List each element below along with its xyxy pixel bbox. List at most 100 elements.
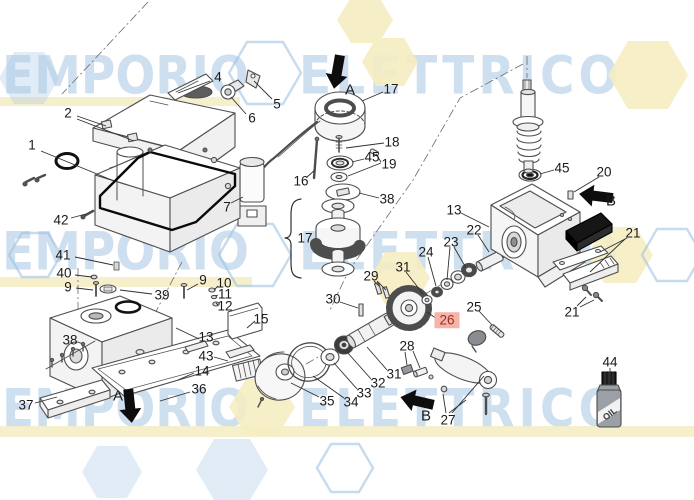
part-label-17: 17: [297, 230, 313, 246]
part-label-2: 2: [64, 105, 72, 121]
leader-line: [404, 351, 408, 366]
leader-line: [358, 192, 380, 199]
part-label-20: 20: [596, 164, 612, 180]
leader-lines: [34, 80, 628, 414]
leader-line: [339, 301, 359, 309]
brace-17: [284, 198, 302, 279]
part-label-37: 37: [18, 397, 34, 413]
view-label-b: B: [605, 192, 617, 210]
part-worm-gear-26: [386, 284, 432, 332]
part-label-31: 31: [386, 366, 402, 382]
leader-line: [290, 382, 320, 398]
part-label-15: 15: [253, 311, 269, 327]
leader-line: [230, 96, 247, 115]
leader-line: [347, 162, 382, 177]
leader-line: [589, 238, 626, 273]
part-gear-stack: [284, 198, 366, 279]
leader-line: [361, 91, 384, 102]
part-base-plate: [91, 329, 261, 397]
leader-line: [159, 391, 191, 402]
part-label-40: 40: [56, 265, 72, 281]
direction-arrows: [119, 54, 614, 423]
part-label-32: 32: [370, 375, 386, 391]
part-worm-shaft: [512, 79, 544, 174]
part-bracket-37: [39, 379, 111, 419]
part-oil-bottle: OIL: [596, 371, 622, 428]
part-label-28: 28: [399, 338, 415, 354]
part-label-12: 12: [217, 298, 233, 314]
part-label-31: 31: [395, 259, 411, 275]
leader-line: [215, 302, 219, 306]
part-release-lever: [400, 324, 505, 416]
part-label-13: 13: [198, 329, 214, 345]
part-label-17: 17: [383, 81, 399, 97]
leader-line: [453, 246, 467, 269]
part-label-19: 19: [381, 156, 397, 172]
leader-line: [75, 287, 94, 291]
part-label-9: 9: [199, 272, 207, 288]
part-label-22: 22: [466, 222, 482, 238]
leader-line: [478, 310, 493, 326]
part-label-41: 41: [55, 247, 71, 263]
leader-line: [186, 283, 199, 291]
part-capacitor: [237, 156, 267, 227]
leader-line: [477, 234, 490, 253]
leader-line: [253, 80, 273, 100]
leader-line: [213, 356, 229, 362]
part-plates-21: [552, 245, 619, 302]
leader-line: [375, 153, 382, 163]
part-motor-housing: [80, 144, 241, 253]
part-shaft-rod-16: [312, 136, 320, 180]
part-label-10: 10: [216, 275, 232, 291]
part-label-21: 21: [625, 225, 641, 241]
watermark-stripes: [0, 97, 694, 437]
part-label-4: 4: [214, 69, 222, 85]
leader-line: [119, 289, 153, 295]
leader-line: [366, 346, 388, 371]
part-label-43: 43: [198, 348, 214, 364]
leader-line: [213, 285, 219, 291]
arrow-a-bottom: [119, 388, 142, 423]
part-plates-15-43: [184, 302, 265, 382]
part-label-44: 44: [602, 354, 618, 370]
view-label-b: B: [420, 407, 432, 425]
part-label-13: 13: [446, 202, 462, 218]
leader-line: [373, 280, 380, 287]
leader-line: [599, 237, 628, 253]
view-label-a: A: [112, 387, 124, 405]
leader-line: [70, 213, 87, 219]
leader-line: [175, 327, 200, 340]
part-release-key-group: [167, 69, 261, 101]
part-label-9: 9: [64, 279, 72, 295]
leader-line: [40, 150, 115, 182]
part-washer-33: [320, 348, 340, 366]
part-label-38: 38: [379, 191, 395, 207]
part-label-11: 11: [217, 286, 233, 302]
gasket-outline: [98, 150, 237, 232]
part-screws-38: [45, 340, 96, 370]
leader-line: [177, 372, 195, 381]
leader-line: [177, 80, 211, 94]
leader-line: [74, 274, 93, 278]
part-label-23: 23: [443, 234, 459, 250]
part-label-39: 39: [154, 287, 170, 303]
leader-line: [576, 296, 587, 307]
leader-line: [333, 362, 358, 390]
leader-line: [446, 246, 451, 281]
leader-line: [351, 158, 365, 163]
part-label-33: 33: [356, 385, 372, 401]
part-label-30: 30: [325, 291, 341, 307]
leader-line: [573, 176, 600, 193]
part-rotor: [255, 91, 366, 181]
leader-line: [442, 393, 447, 414]
part-label-27: 27: [440, 412, 456, 428]
arrow-a-top: [325, 54, 348, 89]
leader-line: [76, 115, 107, 127]
leader-line: [346, 351, 372, 380]
leader-line: [376, 280, 387, 291]
part-label-7: 7: [223, 199, 231, 215]
leader-line: [76, 118, 135, 142]
part-label-21: 21: [564, 304, 580, 320]
